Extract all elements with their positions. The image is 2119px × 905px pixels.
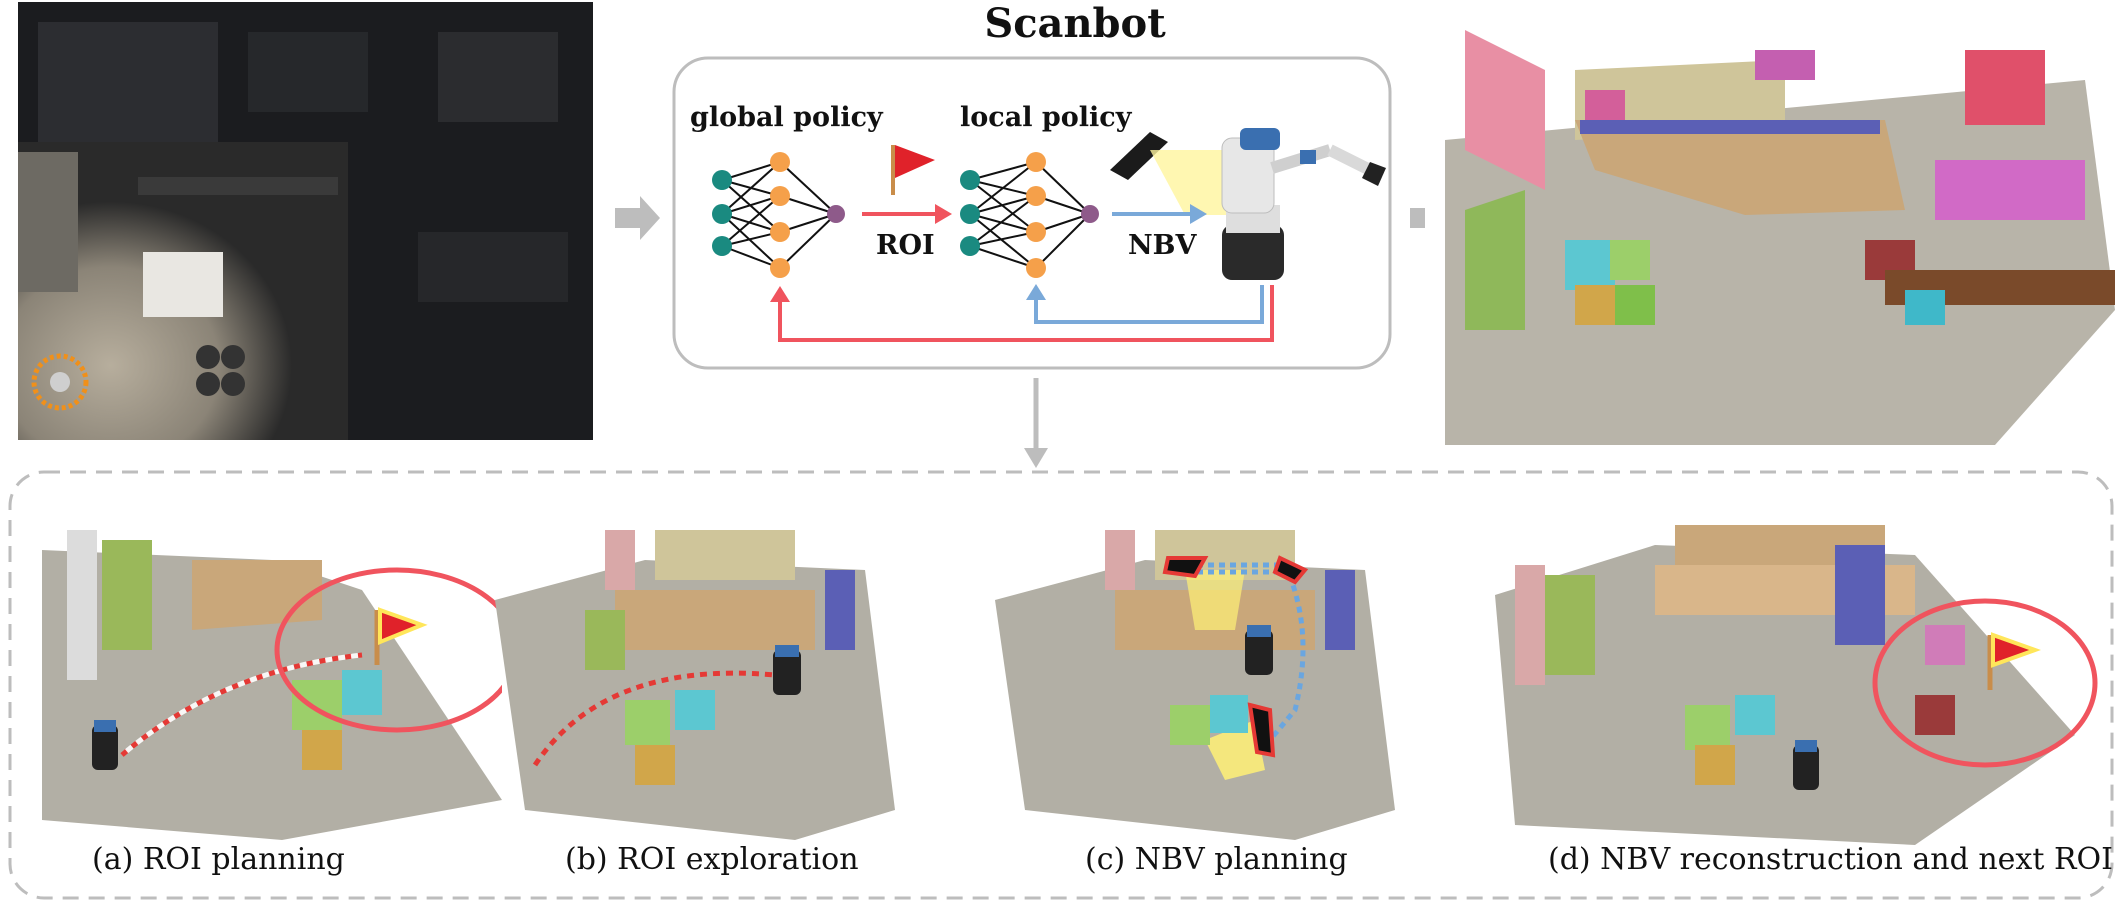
node-input [712,170,732,190]
reconstructed-scene-image [1425,10,2115,445]
panel-b-image [495,510,975,850]
scanbot-frame [672,56,1392,370]
robot-start-marker [31,353,89,411]
caption-c: (c) NBV planning [1085,842,1348,877]
arrow-left-to-center [615,196,660,240]
initial-scene-svg [18,2,593,440]
robot-marker [1245,630,1273,675]
nbv-arrow-label: NBV [1128,230,1197,261]
node-hidden [1026,222,1046,242]
node-input [712,204,732,224]
nbv-viewpoint-marker [1272,555,1309,585]
pink-sofa [1935,160,2085,220]
nbv-feedback-head [1026,284,1046,300]
panel-d-svg [1495,525,2098,845]
robot-icon [1221,128,1386,280]
node-hidden [1026,186,1046,206]
node-output [827,205,845,223]
nbv-feedback-arrow [1034,285,1264,324]
node-input [960,204,980,224]
caption-a: (a) ROI planning [92,842,345,877]
panel-c-image [995,510,1475,850]
next-roi-flag-icon [1991,632,2041,668]
nbv-viewpoint-marker [1162,556,1209,579]
nbv-path [1175,562,1306,742]
global-policy-label: global policy [690,102,883,133]
roi-feedback-arrow [778,285,1274,342]
panel-b-svg [495,530,895,840]
roi-region-circle [274,567,502,733]
panel-c-svg [995,530,1395,840]
robot-marker [1793,745,1819,790]
node-hidden [770,186,790,206]
node-hidden [770,152,790,172]
roi-arrow-label: ROI [876,230,935,261]
figure-title: Scanbot [984,0,1166,47]
node-hidden [770,222,790,242]
node-input [960,170,980,190]
node-hidden [1026,152,1046,172]
bottom-dashed-frame [8,470,2114,900]
node-hidden [770,258,790,278]
caption-d: (d) NBV reconstruction and next ROI [1548,842,2113,877]
roi-feedback-head [770,286,790,302]
next-roi-region-circle [1872,598,2098,768]
node-hidden [1026,258,1046,278]
node-output [1081,205,1099,223]
table-shape [143,252,223,317]
panel-d-image [1495,505,2105,850]
global-policy-network [712,152,845,278]
panel-a-svg [42,530,502,840]
panel-a-image [22,500,502,840]
roi-arrow-head [935,204,952,224]
robot-marker [773,650,801,695]
nbv-viewpoint-marker [1247,702,1276,758]
node-input [712,236,732,256]
local-policy-label: local policy [960,102,1132,133]
arrow-down-head [1024,448,1048,468]
nbv-arrow-head [1190,204,1207,224]
roi-flag-icon [891,145,935,195]
robot-marker [92,725,118,770]
initial-scene-image [18,2,593,440]
local-policy-network [960,152,1099,278]
node-input [960,236,980,256]
roi-path [532,670,776,767]
red-sofa [1965,50,2045,125]
roi-flag-icon [378,607,428,645]
camera-icon [1110,132,1230,215]
caption-b: (b) ROI exploration [565,842,859,877]
reconstructed-scene-svg [1425,10,2115,445]
